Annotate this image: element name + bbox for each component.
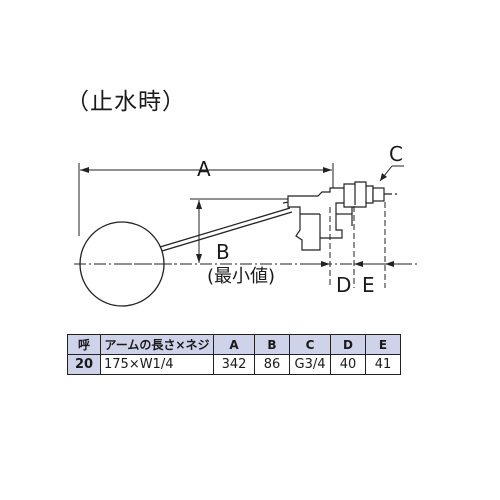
diagram-title: （止水時） [66, 89, 186, 115]
cell-e: 41 [365, 354, 401, 375]
spec-table: 呼 アームの長さ×ネジ A B C D E 20 175×W1/4 342 86… [67, 334, 401, 375]
float-ball [74, 221, 175, 307]
dimension-note-minimum: (最小値) [207, 266, 275, 287]
dimension-label-d: D [336, 273, 351, 297]
dimension-a [78, 163, 334, 236]
cell-d: 40 [330, 354, 366, 375]
header-arm-length-thread: アームの長さ×ネジ [100, 334, 214, 355]
header-b: B [254, 334, 290, 355]
header-nominal: 呼 [67, 334, 101, 355]
cell-b: 86 [254, 354, 290, 375]
header-e: E [365, 334, 401, 355]
cell-a: 342 [213, 354, 255, 375]
dimension-d-e [305, 202, 405, 288]
table-row: 20 175×W1/4 342 86 G3/4 40 41 [67, 354, 401, 375]
dimension-label-a: A [197, 157, 211, 181]
dimension-label-c: C [389, 142, 403, 166]
header-c: C [289, 334, 331, 355]
header-a: A [213, 334, 255, 355]
header-d: D [330, 334, 366, 355]
dimension-label-b: B [216, 240, 230, 264]
spec-table-header-row: 呼 アームの長さ×ネジ A B C D E [67, 334, 401, 355]
cell-c: G3/4 [289, 354, 331, 375]
cell-arm-length-thread: 175×W1/4 [100, 354, 214, 375]
cell-nominal: 20 [67, 354, 101, 375]
dimension-label-e: E [362, 273, 375, 297]
dimension-c [379, 165, 404, 182]
inlet-nipple [372, 187, 400, 202]
dimension-b [120, 198, 420, 265]
float-arm [159, 199, 301, 252]
